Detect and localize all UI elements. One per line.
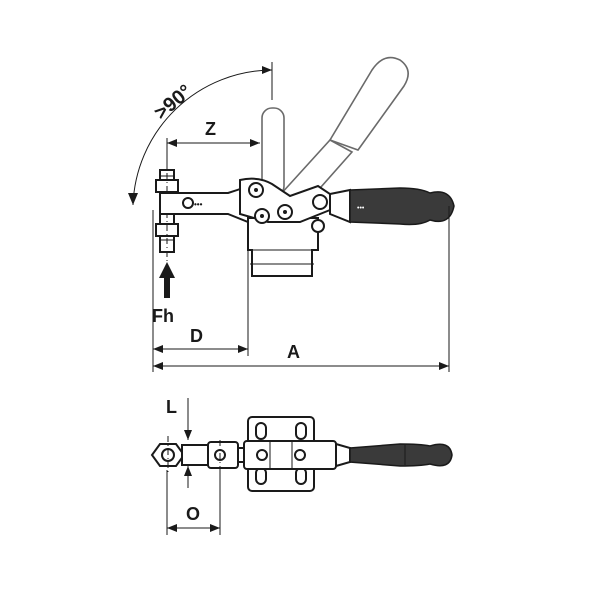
top-view: L: [150, 397, 453, 535]
handle-closed: •••: [329, 187, 455, 226]
linkage: [239, 177, 331, 233]
base-plate-top: [243, 416, 337, 492]
clamp-base: [247, 217, 319, 277]
l-label: L: [166, 397, 177, 417]
handle-open-diagonal: [278, 56, 409, 206]
angle-label: >90°: [150, 81, 196, 125]
a-label: A: [287, 342, 300, 362]
dimension-a: A: [153, 342, 449, 370]
d-label: D: [190, 326, 203, 346]
dimension-d: D: [153, 326, 248, 353]
force-fh: Fh: [152, 262, 175, 326]
z-label: Z: [205, 119, 216, 139]
arm-top: [181, 440, 251, 470]
handle-top: [335, 442, 453, 468]
arc-arrow-head-icon: [128, 193, 138, 205]
pivot-pin-4: [311, 219, 325, 233]
side-view: >90° Z: [128, 56, 455, 372]
handle-brand-tag: •••: [357, 205, 365, 212]
arc-arrow-head-top-icon: [262, 66, 272, 74]
up-arrow-icon: [159, 262, 175, 298]
dimension-o: O: [166, 470, 221, 535]
pivot-pin-5: [312, 194, 328, 210]
dimension-l: L: [166, 397, 192, 488]
o-label: O: [186, 504, 200, 524]
fh-label: Fh: [152, 306, 174, 326]
arm-brand-tag: •••: [194, 200, 203, 209]
dimension-z: Z: [166, 119, 260, 178]
spindle-top: [150, 436, 186, 474]
